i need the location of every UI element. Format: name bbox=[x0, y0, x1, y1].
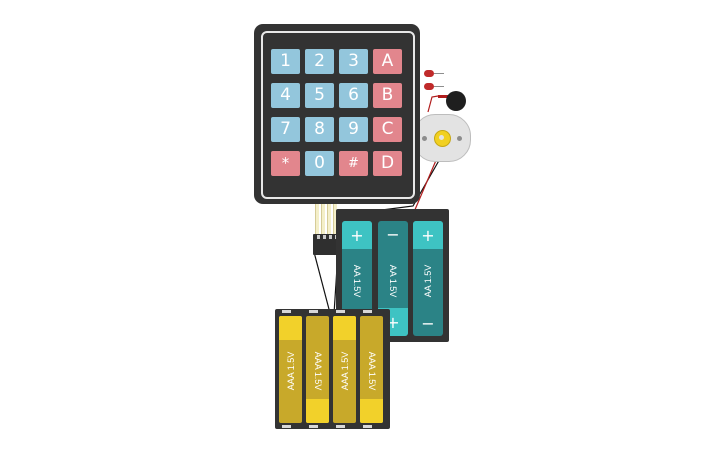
ribbon-pin bbox=[327, 204, 331, 234]
aaa-cell-cap bbox=[306, 399, 329, 423]
aaa-battery-pack[interactable]: AAA 1.5V AAA 1.5V AAA 1.5V AAA 1.5V bbox=[275, 309, 390, 429]
mic-lead bbox=[438, 95, 448, 98]
aa-cell-label: AA 1.5V bbox=[423, 264, 433, 298]
aa-cell-label: AA 1.5V bbox=[388, 264, 398, 298]
keypad-key[interactable]: 4 bbox=[271, 83, 300, 108]
aa-cell-cap bbox=[342, 221, 372, 249]
aa-battery-pack[interactable]: + AA 1.5V − + AA 1.5V + − AA 1.5V bbox=[336, 209, 449, 342]
wire-motor-negative[interactable] bbox=[381, 156, 442, 211]
aaa-cell-label: AAA 1.5V bbox=[367, 351, 377, 391]
microphone[interactable] bbox=[446, 91, 466, 111]
aaa-cell-cap bbox=[279, 316, 302, 340]
keypad-key[interactable]: 7 bbox=[271, 117, 300, 142]
connector-pin bbox=[317, 235, 320, 239]
connector-pin bbox=[329, 235, 332, 239]
led-2[interactable] bbox=[424, 83, 434, 90]
motor-mount-hole bbox=[457, 136, 462, 141]
keypad-key[interactable]: A bbox=[373, 49, 402, 74]
aaa-cell-cap bbox=[360, 399, 383, 423]
motor-mount-hole bbox=[422, 136, 427, 141]
led-lead bbox=[434, 86, 444, 87]
wire-connector-left[interactable] bbox=[313, 251, 331, 314]
keypad-key[interactable]: 3 bbox=[339, 49, 368, 74]
aa-cell-top-sign: + bbox=[421, 226, 435, 245]
led-1[interactable] bbox=[424, 70, 434, 77]
keypad-key[interactable]: D bbox=[373, 151, 402, 176]
aaa-contact-tab bbox=[309, 425, 318, 428]
keypad-key[interactable]: 9 bbox=[339, 117, 368, 142]
ribbon-pin bbox=[315, 204, 319, 234]
ribbon-pin bbox=[333, 204, 337, 234]
aa-cell-cap bbox=[413, 221, 443, 249]
aaa-contact-tab bbox=[282, 310, 291, 313]
aaa-contact-tab bbox=[282, 425, 291, 428]
keypad-key[interactable]: 2 bbox=[305, 49, 334, 74]
aa-cell-3: + − AA 1.5V bbox=[413, 221, 443, 336]
aaa-cell-1: AAA 1.5V bbox=[279, 316, 302, 423]
ribbon-pin bbox=[321, 204, 325, 234]
keypad-key[interactable]: # bbox=[339, 151, 368, 176]
aaa-contact-tab bbox=[363, 425, 372, 428]
aaa-cell-cap bbox=[333, 316, 356, 340]
header-connector[interactable] bbox=[313, 234, 339, 255]
aa-cell-bottom-sign: − bbox=[421, 314, 435, 333]
keypad-key[interactable]: 8 bbox=[305, 117, 334, 142]
connector-pin bbox=[323, 235, 326, 239]
aaa-contact-tab bbox=[309, 310, 318, 313]
keypad-key[interactable]: 1 bbox=[271, 49, 300, 74]
keypad-frame bbox=[261, 31, 415, 199]
aa-cell-label: AA 1.5V bbox=[352, 264, 362, 298]
aaa-cell-4: AAA 1.5V bbox=[360, 316, 383, 423]
motor-shaft bbox=[439, 135, 444, 140]
keypad-key[interactable]: B bbox=[373, 83, 402, 108]
aaa-cell-label: AAA 1.5V bbox=[313, 351, 323, 391]
aaa-cell-3: AAA 1.5V bbox=[333, 316, 356, 423]
aaa-cell-label: AAA 1.5V bbox=[286, 351, 296, 391]
aaa-cell-label: AAA 1.5V bbox=[340, 351, 350, 391]
aa-cell-top-sign: + bbox=[350, 226, 364, 245]
keypad-key[interactable]: 0 bbox=[305, 151, 334, 176]
aaa-contact-tab bbox=[336, 310, 345, 313]
aaa-cell-2: AAA 1.5V bbox=[306, 316, 329, 423]
keypad-key[interactable]: 6 bbox=[339, 83, 368, 108]
aaa-contact-tab bbox=[363, 310, 372, 313]
keypad-key[interactable]: * bbox=[271, 151, 300, 176]
led-lead bbox=[434, 73, 444, 74]
keypad-key[interactable]: 5 bbox=[305, 83, 334, 108]
aaa-contact-tab bbox=[336, 425, 345, 428]
wire-mic-positive[interactable] bbox=[427, 95, 439, 113]
aa-cell-top-sign: − bbox=[386, 225, 400, 244]
dc-motor[interactable] bbox=[413, 114, 471, 162]
keypad-key[interactable]: C bbox=[373, 117, 402, 142]
